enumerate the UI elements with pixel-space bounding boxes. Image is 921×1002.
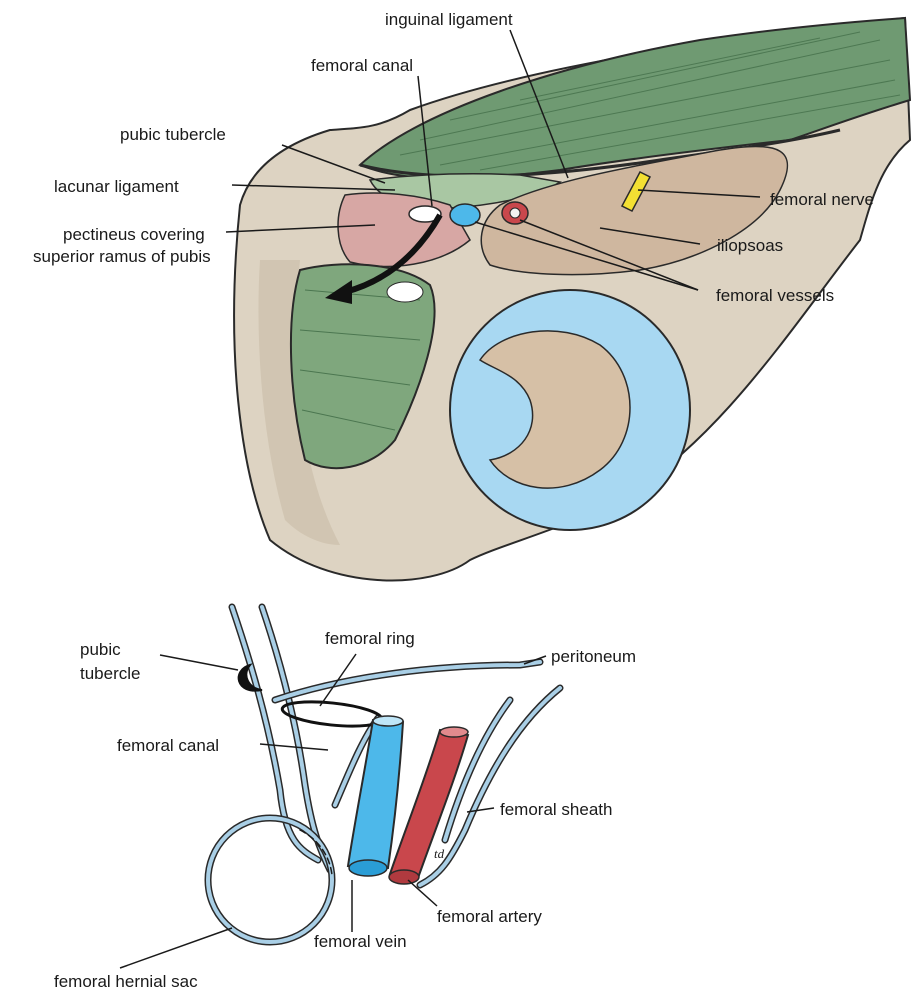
label-femoral-artery: femoral artery (437, 907, 542, 926)
label-femoral-vein: femoral vein (314, 932, 407, 951)
label-pectineus-line1: pectineus covering (63, 225, 205, 244)
label-lacunar-ligament: lacunar ligament (54, 177, 179, 196)
artist-initials: td (434, 846, 445, 861)
label-pectineus-line2: superior ramus of pubis (33, 247, 211, 266)
label-femoral-vessels: femoral vessels (716, 286, 834, 305)
label-pubic-line1: pubic (80, 640, 121, 659)
label-femoral-canal-bottom: femoral canal (117, 736, 219, 755)
label-inguinal-ligament: inguinal ligament (385, 10, 513, 29)
label-pubic-line2: tubercle (80, 664, 140, 683)
label-femoral-canal-top: femoral canal (311, 56, 413, 75)
femoral-canal-schematic (208, 607, 560, 942)
label-peritoneum: peritoneum (551, 647, 636, 666)
label-pubic-tubercle-top: pubic tubercle (120, 125, 226, 144)
label-femoral-sheath: femoral sheath (500, 800, 612, 819)
label-femoral-ring: femoral ring (325, 629, 415, 648)
label-femoral-nerve: femoral nerve (770, 190, 874, 209)
label-iliopsoas: iliopsoas (717, 236, 783, 255)
label-femoral-hernial-sac: femoral hernial sac (54, 972, 198, 991)
femoral-vein-tube (348, 720, 403, 868)
